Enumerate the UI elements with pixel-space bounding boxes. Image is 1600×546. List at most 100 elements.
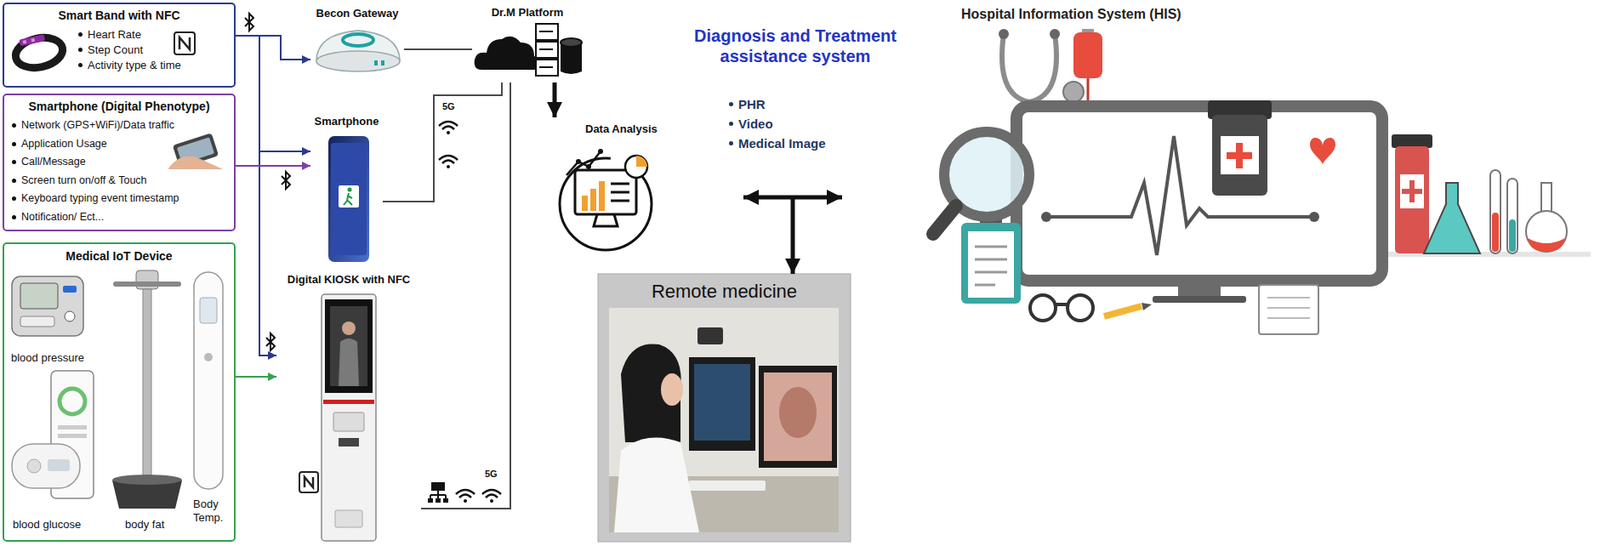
his-illustration	[1049, 28, 1060, 40]
wifi-icon	[438, 155, 458, 164]
his-illustration	[933, 28, 1591, 335]
input-group-box: Smartphone (Digital Phenotype) Network (G…	[2, 93, 236, 232]
wifi-icon-dot	[446, 165, 450, 169]
blood-glucose-meter-image	[27, 459, 41, 473]
wifi-icon-dot	[489, 499, 494, 503]
his-illustration	[1267, 297, 1310, 319]
data-analysis-icon	[581, 195, 588, 211]
cloud-server-image	[539, 31, 553, 68]
device-label: blood pressure	[11, 351, 85, 365]
network-label: 5G	[484, 468, 498, 480]
bluetooth-symbol	[281, 171, 291, 189]
blood-pressure-monitor-image	[11, 276, 84, 336]
network-label: 5G	[442, 101, 456, 113]
body-fat-scale-image	[115, 281, 179, 287]
remote-medicine-panel	[597, 273, 851, 542]
his-illustration	[1104, 306, 1142, 317]
bullet-item: Keyboard typing event timestamp	[21, 192, 180, 205]
data-analysis-icon	[586, 164, 592, 170]
network-icon	[430, 489, 446, 499]
box-heading: Medical IoT Device	[65, 249, 172, 264]
node-title: Dr.M Platform	[491, 5, 564, 20]
kiosk-image	[338, 438, 359, 447]
connector-line	[382, 82, 502, 202]
smart-band-image	[30, 38, 35, 43]
remote-medicine-panel	[660, 373, 684, 406]
kiosk-image	[335, 510, 363, 528]
remote-medicine-panel	[694, 364, 751, 441]
remote-medicine-panel	[697, 327, 724, 345]
kiosk-image	[321, 294, 376, 541]
wifi-icon-dot	[463, 499, 467, 503]
blood-pressure-monitor-image	[11, 276, 84, 336]
bullet-item: Step Count	[87, 43, 143, 57]
connector-line	[235, 165, 311, 167]
beacon-gateway-image	[316, 30, 400, 72]
device-label: Body Temp.	[193, 497, 231, 524]
kiosk-image	[321, 294, 376, 541]
blood-glucose-meter-image	[11, 444, 80, 489]
bluetooth-symbol	[244, 13, 291, 351]
input-group-box: Medical IoT Device blood pressure blood gl…	[2, 242, 236, 542]
body-fat-scale-image	[112, 270, 183, 509]
device-node: Digital KIOSK with NFC	[276, 270, 422, 542]
cloud-server-image	[560, 38, 582, 47]
kiosk-image	[333, 412, 365, 432]
beacon-gateway-image	[374, 60, 378, 66]
bullet-item: Video	[738, 116, 774, 132]
smartphone-image	[328, 136, 370, 262]
box-heading: Smartphone (Digital Phenotype)	[28, 99, 210, 114]
blood-glucose-meter-image	[47, 459, 70, 472]
his-illustration	[1141, 302, 1152, 311]
data-analysis-icon	[566, 151, 601, 176]
kiosk-image	[338, 338, 359, 387]
data-analysis-icon	[610, 183, 630, 201]
his-illustration	[1401, 180, 1423, 203]
his-illustration	[1395, 146, 1430, 254]
wifi-icon-dot	[446, 130, 450, 135]
connector-line	[235, 35, 311, 60]
connector-line	[235, 375, 277, 378]
device-label: blood glucose	[12, 518, 81, 532]
nfc-icon	[299, 472, 319, 493]
bullet-item: Network (GPS+WiFi)/Data traffic	[21, 119, 175, 132]
his-illustration	[1309, 211, 1320, 223]
blood-glucose-meter-image	[11, 370, 94, 499]
connector-line	[552, 82, 558, 118]
smartphone-image	[343, 193, 353, 205]
thermometer-image	[199, 297, 217, 324]
his-illustration	[1002, 34, 1057, 103]
his-illustration	[1016, 106, 1383, 281]
panel-title: Remote medicine	[651, 280, 798, 303]
beacon-gateway-image	[381, 60, 385, 66]
his-illustration	[1152, 296, 1247, 303]
bullet-item: Call/Message	[21, 155, 86, 169]
data-analysis-icon	[597, 148, 604, 154]
his-illustration	[1541, 182, 1552, 214]
box-heading: Smart Band with NFC	[57, 8, 180, 23]
his-illustration	[1046, 136, 1315, 256]
data-analysis-icon	[636, 155, 648, 167]
bluetooth-symbol	[244, 13, 254, 31]
hand-phone-image	[168, 132, 223, 170]
kiosk-image	[330, 306, 368, 387]
his-illustration	[1309, 137, 1336, 166]
blood-glucose-meter-image	[57, 425, 87, 430]
remote-medicine-panel	[688, 357, 756, 451]
system-heading: Diagnosis and Treatment assistance syste…	[688, 25, 902, 67]
his-illustration	[1041, 211, 1052, 223]
his-illustration	[1258, 284, 1319, 335]
bullet-item: Heart Rate	[87, 28, 142, 42]
his-illustration	[1490, 170, 1501, 254]
bullet-item: Medical Image	[738, 136, 826, 152]
bullet-item: Activity type & time	[87, 58, 182, 73]
data-analysis-icon	[590, 188, 597, 211]
kiosk-image	[341, 321, 356, 336]
smartphone-image	[347, 187, 353, 193]
device-label: body fat	[125, 518, 165, 532]
nfc-icon	[299, 472, 319, 493]
body-fat-scale-image	[142, 289, 152, 477]
connector-line	[235, 35, 311, 152]
